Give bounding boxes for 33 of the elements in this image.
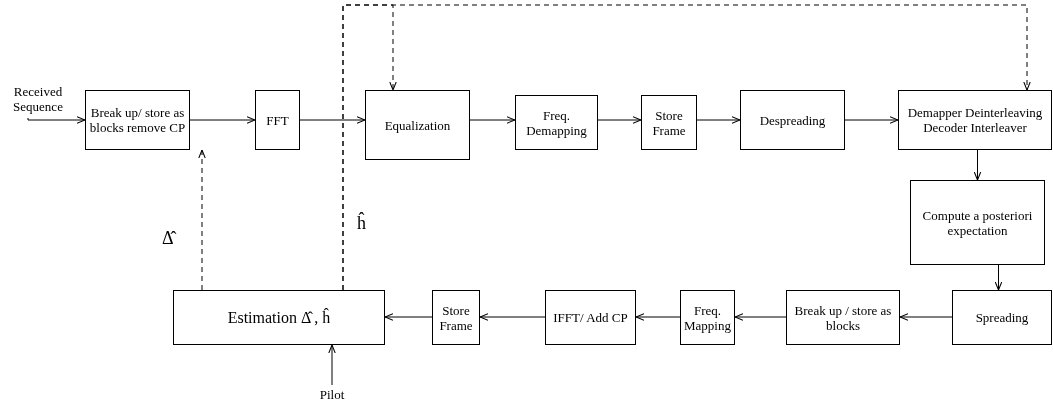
arrow	[844, 116, 899, 124]
arrow	[734, 313, 787, 321]
process-box: Freq. Demapping	[515, 95, 598, 150]
arrow	[299, 116, 366, 124]
process-box: Store Frame	[432, 290, 480, 345]
dashed-arrow	[342, 4, 1031, 291]
arrow	[994, 264, 1003, 291]
process-box: Despreading	[740, 90, 845, 150]
arrow	[696, 116, 741, 124]
arrow	[469, 116, 516, 124]
input-label: Received Sequence	[3, 84, 73, 118]
process-box: FFT	[255, 90, 300, 150]
process-box: Demapper Deinterleaving Decoder Interleaver	[898, 90, 1052, 150]
process-box: Freq. Mapping	[680, 290, 735, 345]
arrow	[328, 344, 336, 386]
process-box: Equalization	[365, 90, 470, 160]
arrow	[635, 313, 681, 321]
process-box: Break up / store as blocks	[786, 290, 900, 345]
process-box: Store Frame	[641, 95, 697, 150]
process-box: Break up/ store as blocks remove CP	[85, 90, 190, 150]
arrow	[899, 313, 953, 321]
arrow	[479, 313, 546, 321]
arrow	[189, 116, 256, 124]
arrow	[973, 149, 982, 181]
arrow	[384, 313, 433, 321]
dashed-arrow	[198, 149, 206, 291]
arrow	[597, 116, 642, 124]
process-box: Estimation Δ̂ , ĥ	[173, 290, 385, 345]
process-box: IFFT/ Add CP	[545, 290, 636, 345]
input-label: Pilot	[315, 385, 349, 403]
arrow	[27, 116, 86, 124]
process-box: Compute a posteriori expectation	[910, 180, 1045, 265]
process-box: Spreading	[952, 290, 1052, 345]
